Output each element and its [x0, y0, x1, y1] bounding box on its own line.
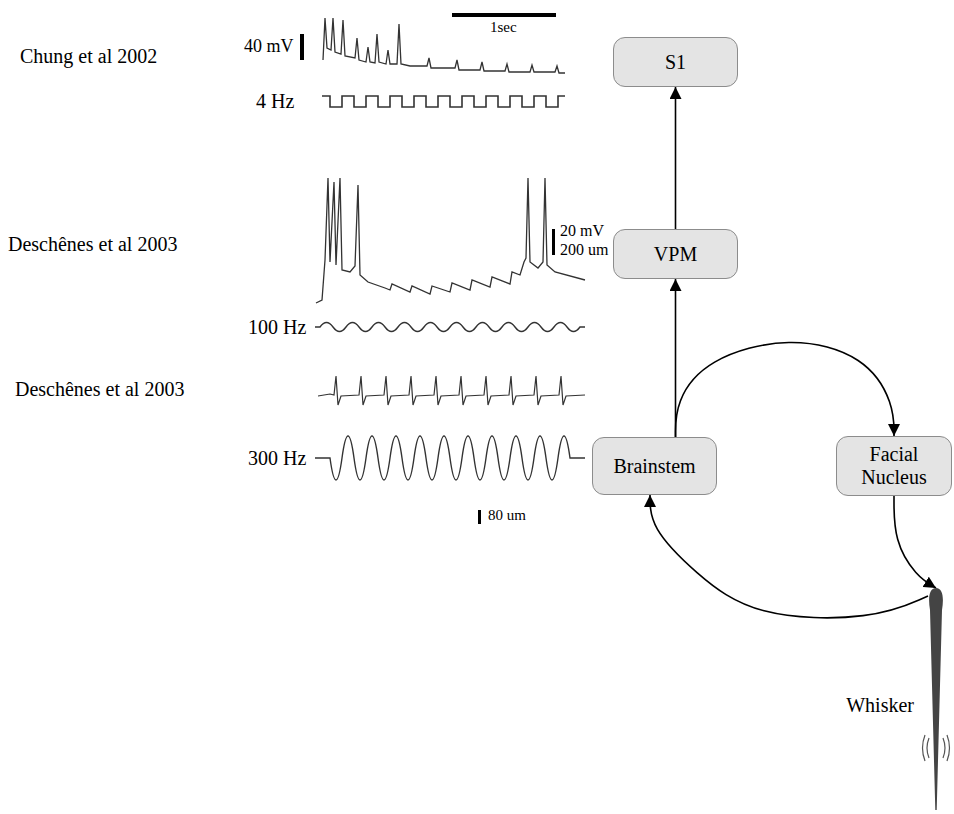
- node-label: Facial Nucleus: [845, 443, 943, 489]
- voltage-trace: [323, 18, 565, 73]
- voltage-trace: [316, 178, 585, 303]
- scale-label: 40 mV: [244, 36, 294, 57]
- area-box: Brainstem: [592, 437, 717, 495]
- vibration-mark: [927, 738, 929, 758]
- whisker-shape: Whisker: [924, 588, 948, 810]
- pathway-arrow: [675, 87, 677, 229]
- vibration-mark: [947, 735, 950, 761]
- stimulus-waveform: [322, 96, 565, 107]
- area-box: VPM: [613, 229, 738, 279]
- scale-label: 200 um: [560, 241, 608, 259]
- node-label: VPM: [654, 243, 697, 266]
- area-box: S1: [613, 37, 738, 87]
- pathway-arrow: [675, 279, 677, 437]
- frequency-label: 4 Hz: [256, 90, 294, 113]
- whisker-body: [929, 588, 943, 810]
- scale-label: 20 mV: [560, 222, 604, 240]
- scale-bar: [300, 34, 304, 60]
- scale-bar: [452, 13, 556, 17]
- pathway-arrow: [894, 496, 936, 588]
- scale-label: 80 um: [488, 507, 526, 524]
- scale-bar: [478, 510, 481, 524]
- stimulus-waveform: [315, 436, 585, 480]
- pathway-arrow: [650, 495, 928, 618]
- vibration-mark: [943, 738, 945, 758]
- frequency-label: 100 Hz: [248, 316, 306, 339]
- stimulus-waveform: [315, 323, 585, 332]
- scale-bar: [552, 229, 555, 255]
- citation-label: Deschênes et al 2003: [8, 233, 177, 256]
- pathway-arrow: [676, 342, 895, 437]
- node-label: S1: [665, 51, 686, 74]
- vibration-mark: [923, 735, 926, 761]
- node-label: Whisker: [846, 694, 914, 717]
- whisker-outline: [924, 588, 948, 810]
- spike-trace: [318, 376, 585, 405]
- citation-label: Deschênes et al 2003: [15, 378, 184, 401]
- citation-label: Chung et al 2002: [20, 45, 157, 68]
- frequency-label: 300 Hz: [248, 447, 306, 470]
- area-box: Facial Nucleus: [836, 436, 952, 496]
- scale-label: 1sec: [490, 19, 517, 36]
- node-label: Brainstem: [613, 455, 695, 478]
